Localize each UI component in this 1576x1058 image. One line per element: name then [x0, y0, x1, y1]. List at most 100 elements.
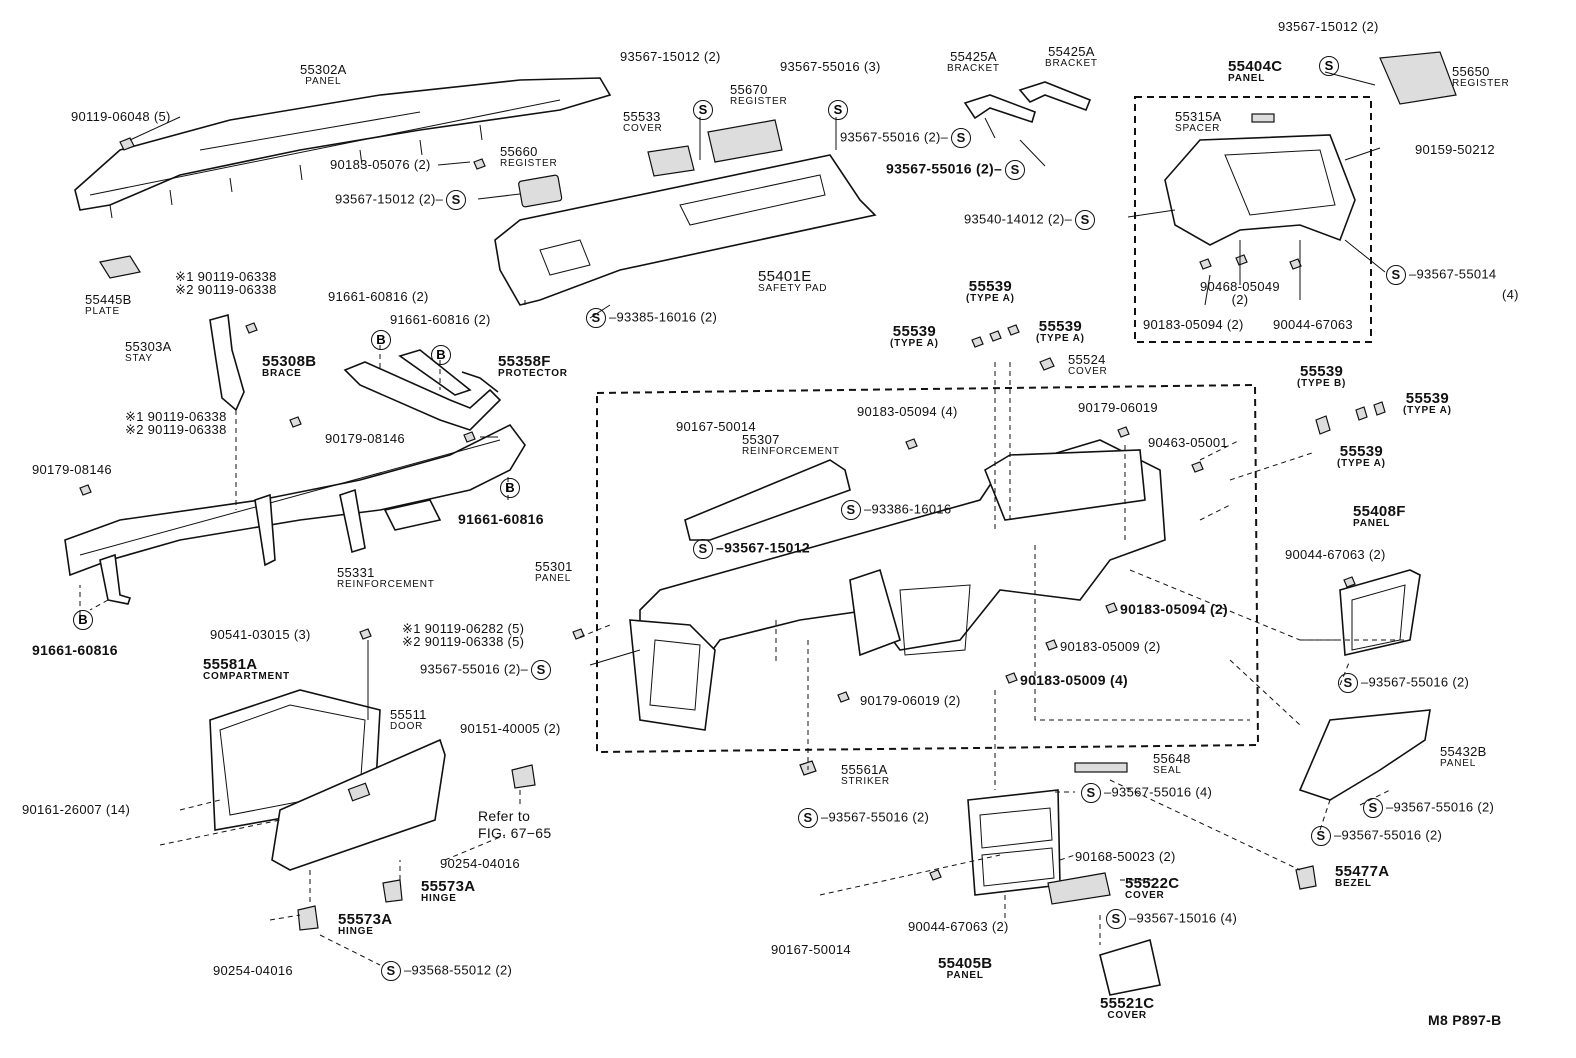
label-90161-26007: 90161-26007 (14): [22, 802, 131, 817]
label-93567-55014-qty: (4): [1502, 287, 1519, 302]
label-91661-60816-a: 91661-60816 (2): [328, 289, 429, 304]
s-symbol: S: [841, 500, 861, 520]
label-93567-55016-b: 93567-55016 (2)–S: [840, 128, 974, 148]
label-90541-03015: 90541-03015 (3): [210, 627, 311, 642]
b-symbol: B: [73, 610, 93, 630]
label-90179-08146-a: 90179-08146: [325, 431, 405, 446]
safety-pad-55401e-drawing: [494, 154, 877, 306]
label-93567-55014: S–93567-55014: [1383, 265, 1496, 285]
s-symbol: S: [1081, 783, 1101, 803]
label-90183-05094-b: 90183-05094 (4): [857, 404, 958, 419]
diagram-code: M8 P897-B: [1428, 1012, 1502, 1028]
label-55539-top: 55539(TYPE A): [966, 278, 1015, 304]
label-90468-05049: 90468-05049(2): [1200, 279, 1280, 307]
s-symbol: S: [586, 308, 606, 328]
s-symbol: S: [1338, 673, 1358, 693]
label-90179-06019-a: 90179-06019: [1078, 400, 1158, 415]
label-90183-05094-a: 90183-05094 (2): [1143, 317, 1244, 332]
label-55539-right-a: 55539(TYPE A): [1403, 390, 1452, 416]
label-93567-15012-d: S–93567-15012: [690, 539, 810, 559]
label-55539-right-b: 55539(TYPE A): [1337, 443, 1386, 469]
label-93540-14012: 93540-14012 (2)–S: [964, 210, 1098, 230]
label-93567-55016-g: S–93567-55016 (2): [1335, 673, 1469, 693]
b-symbol: B: [500, 478, 520, 498]
label-91661-60816-b: 91661-60816 (2): [390, 312, 491, 327]
label-90119-06048: 90119-06048 (5): [71, 109, 171, 124]
label-90254-04016-a: 90254-04016: [440, 856, 520, 871]
label-90044-67063-a: 90044-67063: [1273, 317, 1353, 332]
label-55539-right: 55539(TYPE A): [1036, 318, 1085, 344]
label-90159-50212: 90159-50212: [1415, 142, 1495, 157]
label-90168-50023: 90168-50023 (2): [1075, 849, 1176, 864]
s-symbol: S: [1106, 909, 1126, 929]
s-symbol: S: [381, 961, 401, 981]
s-symbol: S: [693, 539, 713, 559]
label-93568-55012: S–93568-55012 (2): [378, 961, 512, 981]
s-symbol: S: [951, 128, 972, 148]
label-93386-16016: S–93386-16016: [838, 500, 951, 520]
label-90183-05076: 90183-05076 (2): [330, 157, 431, 172]
label-93567-55016-d: 93567-55016 (2)–S: [420, 660, 554, 680]
label-93567-55016-c: 93567-55016 (2)–S: [886, 160, 1028, 180]
s-symbol: S: [1319, 56, 1339, 76]
label-55539-type-b: 55539(TYPE B): [1297, 363, 1347, 389]
label-93567-55016-i: S–93567-55016 (2): [1308, 826, 1442, 846]
s-symbol: S: [1075, 210, 1096, 230]
label-90179-06019-b: 90179-06019 (2): [860, 693, 961, 708]
label-93385-16016: S–93385-16016 (2): [583, 308, 717, 328]
s-symbol: S: [828, 100, 848, 120]
label-90167-50014-a: 90167-50014: [676, 419, 756, 434]
label-90179-08146-b: 90179-08146: [32, 462, 112, 477]
s-symbol: S: [798, 808, 818, 828]
label-90151-40005: 90151-40005 (2): [460, 721, 561, 736]
label-90044-67063-b: 90044-67063 (2): [1285, 547, 1386, 562]
label-90254-04016-b: 90254-04016: [213, 963, 293, 978]
label-90183-05009-a: 90183-05009 (2): [1060, 639, 1161, 654]
s-symbol: S: [1311, 826, 1331, 846]
label-90119-06338-top: ※1 90119-06338※2 90119-06338: [175, 269, 277, 297]
label-91661-60816-d: 91661-60816: [32, 642, 118, 658]
b-symbol: B: [431, 345, 451, 365]
label-93567-15012-c: 93567-15012 (2): [1278, 19, 1379, 34]
label-93567-15016: S–93567-15016 (4): [1103, 909, 1237, 929]
label-93567-55016-e: S–93567-55016 (2): [795, 808, 929, 828]
s-symbol: S: [1386, 265, 1406, 285]
s-symbol: S: [693, 100, 713, 120]
label-90183-05009-b: 90183-05009 (4): [1020, 672, 1129, 688]
label-90119-06338-mid: ※1 90119-06338※2 90119-06338: [125, 409, 227, 437]
s-symbol: S: [1363, 798, 1383, 818]
s-symbol: S: [1005, 160, 1026, 180]
